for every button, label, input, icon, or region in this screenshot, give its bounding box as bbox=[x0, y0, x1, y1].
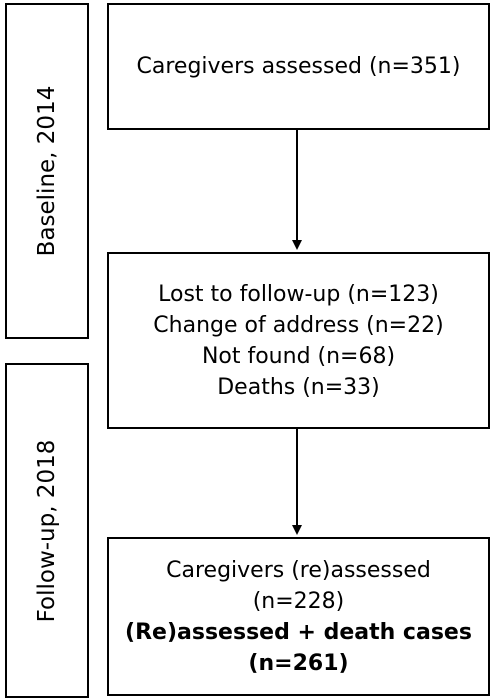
caregivers-reassessed-text: Caregivers (re)assessed bbox=[166, 557, 431, 583]
caregivers-reassessed-count: (n=228) bbox=[252, 588, 345, 614]
deaths-text: Deaths (n=33) bbox=[217, 374, 380, 400]
not-found-text: Not found (n=68) bbox=[201, 343, 396, 369]
caregivers-reassessed-box: Caregivers (re)assessed (n=228) (Re)asse… bbox=[107, 537, 490, 696]
lost-to-followup-text: Lost to follow-up (n=123) bbox=[158, 281, 439, 307]
baseline-phase-label: Baseline, 2014 bbox=[34, 85, 60, 257]
lost-to-followup-box: Lost to follow-up (n=123) Change of addr… bbox=[107, 252, 490, 429]
baseline-phase-panel: Baseline, 2014 bbox=[5, 3, 89, 339]
reassessed-plus-deaths-count: (n=261) bbox=[248, 650, 349, 676]
reassessed-plus-deaths-text: (Re)assessed + death cases bbox=[125, 619, 472, 645]
followup-phase-panel: Follow-up, 2018 bbox=[5, 363, 89, 698]
followup-phase-label: Follow-up, 2018 bbox=[34, 439, 60, 622]
caregivers-assessed-box: Caregivers assessed (n=351) bbox=[107, 3, 490, 130]
change-of-address-text: Change of address (n=22) bbox=[153, 312, 444, 338]
caregivers-assessed-text: Caregivers assessed (n=351) bbox=[136, 54, 461, 79]
